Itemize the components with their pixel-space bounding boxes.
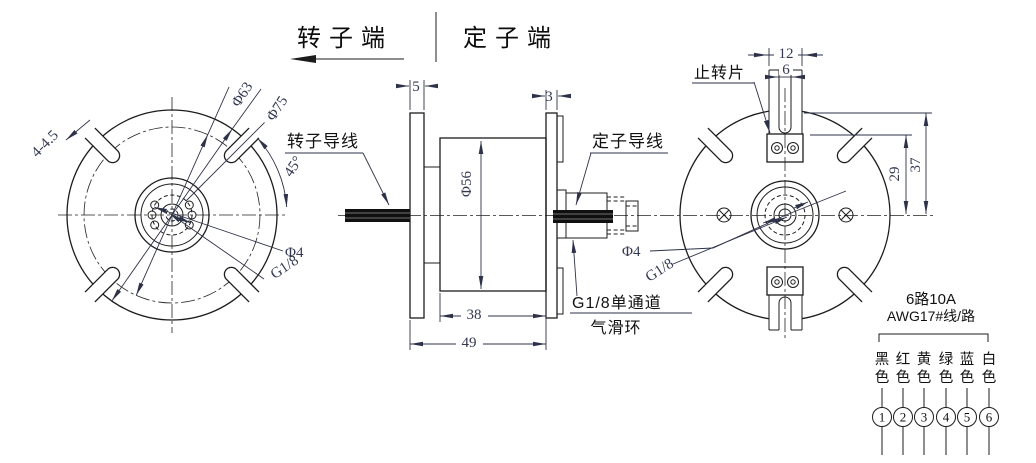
front-view: 4-4.5 Φ63 Φ75 45° Φ4 G1/8	[28, 80, 306, 333]
body	[439, 137, 547, 292]
dim-tab-width-label: 12	[779, 46, 794, 62]
wire5-terminal	[957, 407, 977, 427]
front-outer-dia-label: Φ75	[264, 94, 292, 124]
front-slot-nw	[84, 127, 121, 164]
rear-slot-sw	[697, 266, 734, 303]
wire6-suffix: 色	[982, 369, 997, 386]
front-dimensions	[65, 86, 289, 302]
front-wire-holes	[147, 200, 197, 230]
rotor-wire	[345, 209, 410, 222]
wire1-terminal	[872, 407, 892, 427]
wiring-diagram: 6路10A AWG17#线/路 黑 色 1 红 色 2 黄 色 3	[872, 291, 999, 455]
screw-left	[716, 207, 732, 223]
stop-tab-label: 止转片	[694, 64, 745, 82]
wire3-terminal	[914, 407, 934, 427]
wire6-terminal	[979, 407, 999, 427]
rear-slot-nw	[697, 127, 734, 164]
front-hole-dia-label: Φ4	[285, 245, 304, 261]
wire1-color: 黑	[875, 352, 890, 368]
wire4-color: 绿	[939, 351, 954, 368]
wire4-suffix: 色	[939, 369, 954, 386]
wiring-gauge-label: AWG17#线/路	[887, 308, 975, 324]
stator-wire	[553, 210, 613, 223]
wire-column-3: 黄 色 3	[914, 351, 934, 455]
wire3-suffix: 色	[917, 369, 932, 386]
dim-tab-slot-label: 6	[782, 62, 790, 78]
wire5-suffix: 色	[960, 369, 975, 386]
slipring-note-line2: 气滑环	[590, 319, 641, 337]
wire5-number: 5	[964, 410, 971, 425]
dim-37-label: 37	[908, 157, 924, 173]
wire-column-5: 蓝 色 5	[957, 351, 977, 455]
side-view: 5 3 Φ56 38 49 转子导线 定子导线 G1/8单通道 气滑环	[285, 79, 933, 351]
wire3-color: 黄	[917, 351, 932, 368]
wire2-color: 红	[896, 351, 911, 368]
dim-stator-flange-label: 3	[545, 89, 553, 105]
rear-dimensions	[649, 48, 932, 265]
left-arrow-icon	[290, 55, 404, 63]
wire1-number: 1	[879, 410, 886, 425]
rear-slot-se	[836, 266, 873, 303]
dim-total-length-label: 49	[462, 335, 477, 351]
stator-wire-label: 定子导线	[592, 132, 664, 151]
wire2-number: 2	[900, 410, 907, 425]
front-angle-label: 45°	[281, 154, 306, 180]
wire1-suffix: 色	[875, 369, 890, 386]
wire2-suffix: 色	[896, 369, 911, 386]
dim-rotor-flange-label: 5	[412, 79, 420, 95]
wire3-number: 3	[921, 410, 928, 425]
stator-end-label: 定子端	[463, 25, 559, 52]
slipring-note-line1: G1/8单通道	[572, 294, 662, 312]
wire4-terminal	[936, 407, 956, 427]
front-bolt-circle-dia-label: Φ63	[229, 80, 257, 110]
wire6-number: 6	[986, 410, 993, 425]
rear-slot-ne	[836, 127, 873, 164]
wire2-terminal	[893, 407, 913, 427]
header: 转子端 定子端	[290, 12, 559, 63]
screw-right	[838, 207, 854, 223]
rear-hole-dia-label: Φ4	[622, 244, 641, 260]
dim-body-length-label: 38	[467, 307, 482, 323]
rear-port-thread-label: G1/8	[643, 256, 677, 286]
wiring-rating-label: 6路10A	[906, 291, 956, 308]
front-slot-size-label: 4-4.5	[28, 127, 61, 160]
rotor-wire-label: 转子导线	[287, 132, 359, 151]
front-slot-se	[223, 266, 260, 303]
wire-column-4: 绿 色 4	[936, 351, 956, 455]
wire-column-1: 黑 色 1	[872, 352, 892, 455]
wire-column-6: 白 色 6	[979, 351, 999, 455]
dim-29-label: 29	[887, 167, 903, 182]
rotor-end-label: 转子端	[297, 25, 393, 52]
wiring-bracket	[878, 333, 989, 342]
hub	[423, 166, 441, 264]
front-slot-sw	[84, 266, 121, 303]
rear-view: 12 6 29 37 止转片 Φ4 G1/8	[622, 44, 932, 338]
wire-column-2: 红 色 2	[893, 351, 913, 455]
dim-body-dia-label: Φ56	[459, 171, 475, 197]
wire4-number: 4	[943, 410, 950, 425]
wire5-color: 蓝	[960, 351, 975, 368]
wire6-color: 白	[982, 351, 997, 368]
